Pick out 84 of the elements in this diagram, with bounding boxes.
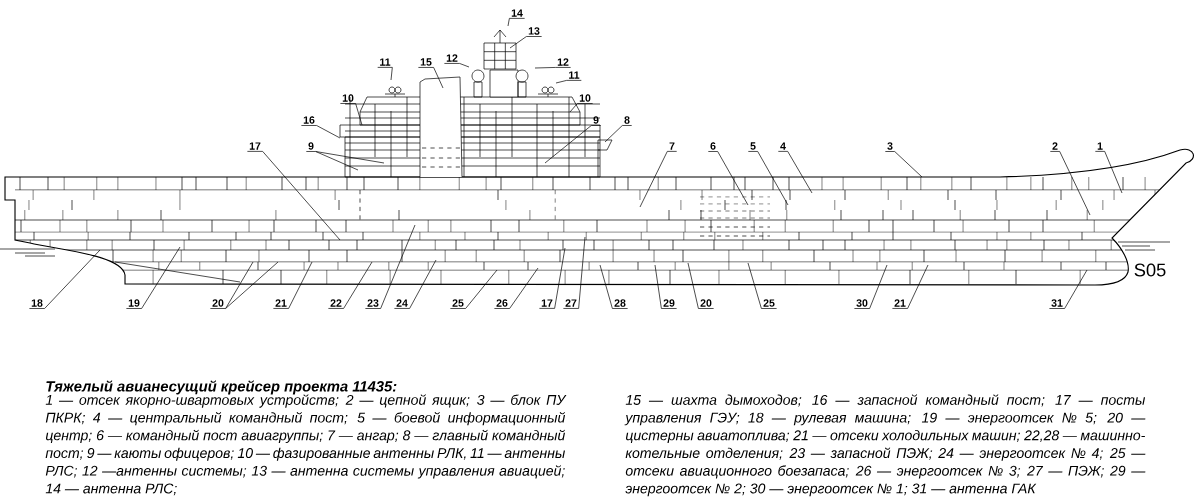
leader-line <box>787 151 813 194</box>
callout-number: 30 <box>854 299 870 309</box>
callout-number: 15 <box>418 58 434 68</box>
leader-line <box>355 103 363 126</box>
callout-number: 31 <box>1049 299 1065 309</box>
leader-line <box>1104 151 1123 194</box>
leader-line <box>380 224 416 309</box>
callout-number: 27 <box>563 299 579 309</box>
leader-line <box>409 259 437 309</box>
leader-line <box>555 80 568 84</box>
callout-number: 20 <box>698 299 714 309</box>
leader-line <box>544 125 592 164</box>
leader-line <box>599 264 613 309</box>
leader-line <box>604 125 623 143</box>
callout-number: 18 <box>29 299 45 309</box>
callout-number: 19 <box>126 299 142 309</box>
callout-number: 11 <box>377 58 393 68</box>
callout-number: 7 <box>666 142 678 152</box>
callout-number: 22 <box>328 299 344 309</box>
leader-line <box>639 151 668 208</box>
leader-line <box>894 151 923 178</box>
leader-line <box>343 261 373 309</box>
callout-number: 28 <box>612 299 628 309</box>
callout-number: 21 <box>273 299 289 309</box>
hull-number: S05 <box>1134 263 1166 277</box>
callout-number: 2 <box>1049 142 1061 152</box>
leader-line <box>225 261 279 309</box>
callout-number: 25 <box>450 299 466 309</box>
leader-line <box>141 246 181 309</box>
caption-text: 1 — отсек якорно-швартовых устройств; 2 — цепной ящик; 3 — блок ПУ ПКРК; 4 — центральный командный пост; 5 — боевой информационный центр; 6 — командный пост авиагруппы; 7 — ангар; 8 — главный командный пост; 9 — каюты офицеров; 10 — фазированные антенны РЛК, 11 — антенны РЛС; 12 —антенны системы; 13 — антенна системы управления авиацией; 14 — антенна РЛС; <box>45 394 567 496</box>
callout-number: 24 <box>394 299 410 309</box>
callout-number: 26 <box>494 299 510 309</box>
leader-line <box>907 264 929 309</box>
callout-number: 29 <box>661 299 677 309</box>
callout-number: 11 <box>566 71 582 81</box>
leader-line <box>459 63 470 68</box>
leader-line <box>262 151 341 241</box>
callout-number: 17 <box>247 142 263 152</box>
leader-line <box>717 151 749 206</box>
leader-line <box>747 262 762 309</box>
callout-number: 8 <box>621 116 633 126</box>
leader-line <box>534 67 556 69</box>
callout-number: 10 <box>577 94 593 104</box>
leader-line <box>44 249 101 309</box>
leader-line <box>654 264 662 309</box>
leader-line <box>315 151 359 171</box>
leader-line <box>509 267 539 309</box>
caption-title: Тяжелый авианесущий крейсер проекта 11435: <box>46 380 397 395</box>
leader-line <box>569 103 578 113</box>
leader-line <box>687 262 699 309</box>
caption-text: 15 — шахта дымоходов; 16 — запасной командный пост; 17 — посты управления ГЭУ; 18 — рулевая машина; 19 — энергоотсек № 5; 20 — цистерны авиатоплива; 21 — отсеки холодильных машин; 22,28 — машинно-котельные отделения; 23 — запасной ПЭЖ; 24 — энергоотсек № 4; 25 — отсеки авиационного боезапаса; 26 — энергоотсек № 3; 27 — ПЭЖ; 29 — энергоотсек № 2; 30 — энергоотсек № 1; 31 — антенна ГАК <box>624 394 1146 497</box>
callout-number: 5 <box>747 142 759 152</box>
leader-line <box>465 269 498 309</box>
leader-line <box>1064 269 1088 309</box>
callout-number: 10 <box>340 94 356 104</box>
callout-number: 16 <box>301 116 317 126</box>
callout-number: 13 <box>526 27 542 37</box>
callout-number: 4 <box>777 142 789 152</box>
leader-line <box>316 125 341 139</box>
callout-number: 23 <box>365 299 381 309</box>
leader-line <box>869 264 888 309</box>
leader-line <box>433 67 444 89</box>
callout-number: 12 <box>555 58 571 68</box>
leader-line <box>1059 151 1091 216</box>
callout-number: 3 <box>884 142 896 152</box>
leader-line <box>757 151 789 206</box>
callout-number: 9 <box>590 116 602 126</box>
callout-number: 20 <box>210 299 226 309</box>
callout-number: 17 <box>539 299 555 309</box>
callout-number: 9 <box>305 142 317 152</box>
leader-line <box>507 18 510 27</box>
callout-number: 21 <box>892 299 908 309</box>
callout-number: 12 <box>444 54 460 64</box>
callout-number: 6 <box>707 142 719 152</box>
leader-line <box>554 247 566 309</box>
leader-line <box>578 236 586 309</box>
leader-line <box>225 261 254 309</box>
callout-number: 14 <box>509 9 525 19</box>
leader-line <box>315 151 385 164</box>
leader-line <box>509 36 527 49</box>
callout-number: 25 <box>761 299 777 309</box>
leader-line <box>390 67 393 81</box>
callout-number: 1 <box>1095 142 1106 152</box>
leader-line <box>288 261 313 309</box>
